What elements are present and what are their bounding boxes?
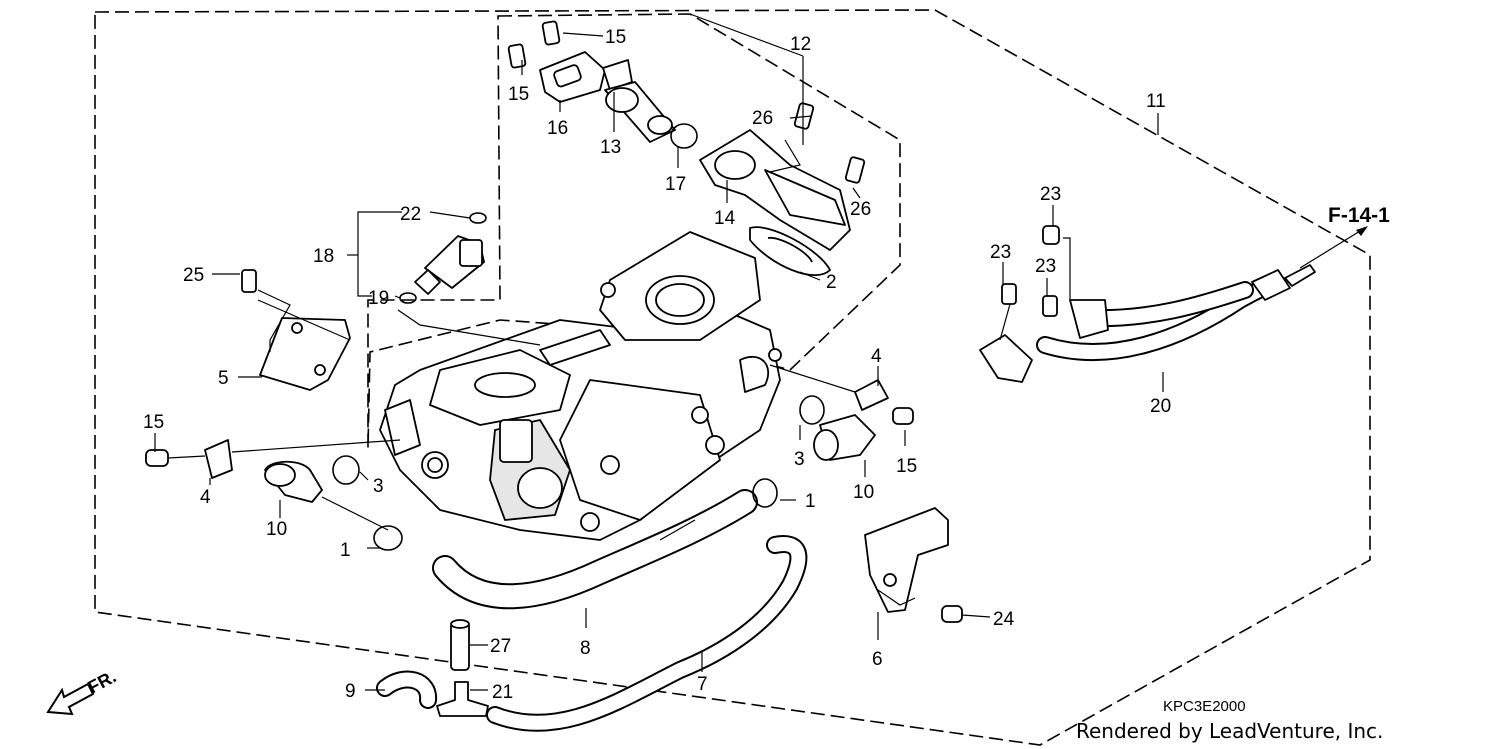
callout-15-left: 15 — [143, 412, 164, 433]
callout-15-top: 15 — [605, 27, 626, 48]
callout-23-top: 23 — [1040, 184, 1061, 205]
assembly-boundary-11 — [94, 9, 1371, 746]
callout-12: 12 — [790, 34, 811, 55]
diagram-code: KPC3E2000 — [1163, 698, 1246, 715]
small-hoses — [376, 619, 489, 717]
bracket-5 — [241, 269, 351, 391]
callout-3-right: 3 — [794, 449, 805, 470]
joint-10-right — [799, 379, 914, 461]
callout-16: 16 — [547, 118, 568, 139]
callout-14: 14 — [714, 208, 736, 229]
bracket-6 — [864, 507, 963, 623]
callout-8: 8 — [580, 638, 591, 659]
hose-assembly-20 — [979, 225, 1316, 383]
callout-17: 17 — [665, 174, 686, 195]
callout-1-left: 1 — [340, 540, 351, 561]
clamp-4-left — [145, 439, 233, 479]
callout-7: 7 — [697, 674, 708, 695]
callout-labels: 15 12 15 16 13 17 14 26 26 2 22 18 19 25… — [143, 27, 1390, 703]
callout-9: 9 — [345, 681, 356, 702]
iac-valve-assembly — [507, 20, 866, 276]
callout-4-left: 4 — [200, 487, 211, 508]
callout-21: 21 — [492, 682, 513, 703]
callout-10-left: 10 — [266, 519, 287, 540]
callout-1-right: 1 — [805, 491, 816, 512]
leader-lines — [154, 13, 1368, 691]
hose-7 — [486, 535, 808, 732]
callout-24: 24 — [993, 609, 1015, 630]
front-direction-arrow: FR. — [46, 666, 119, 716]
throttle-body — [379, 231, 782, 541]
callout-25: 25 — [183, 265, 204, 286]
callout-23-right: 23 — [1035, 256, 1056, 277]
callout-6: 6 — [872, 649, 883, 670]
reference-page-label: F-14-1 — [1328, 204, 1390, 227]
assembly-boundary-12 — [367, 13, 901, 449]
callout-27: 27 — [490, 636, 511, 657]
callout-5: 5 — [218, 368, 229, 389]
callout-11: 11 — [1146, 91, 1166, 112]
callout-18: 18 — [313, 246, 334, 267]
joint-10-left — [264, 455, 360, 503]
fuel-injector — [399, 212, 487, 304]
callout-13: 13 — [600, 137, 621, 158]
callout-10-right: 10 — [853, 482, 874, 503]
callout-2: 2 — [826, 272, 837, 293]
callout-20: 20 — [1150, 396, 1171, 417]
clips-1 — [373, 478, 778, 551]
callout-22: 22 — [400, 204, 421, 225]
callout-15-upper-left: 15 — [508, 84, 529, 105]
callout-15-right: 15 — [896, 456, 917, 477]
callout-4-right: 4 — [871, 346, 882, 367]
callout-3-left: 3 — [373, 476, 384, 497]
callout-23-left: 23 — [990, 242, 1011, 263]
callout-19: 19 — [368, 288, 389, 309]
callout-26-lower: 26 — [850, 199, 871, 220]
render-credit: Rendered by LeadVenture, Inc. — [1076, 719, 1383, 743]
callout-26-upper: 26 — [752, 108, 773, 129]
hose-8 — [432, 489, 758, 610]
